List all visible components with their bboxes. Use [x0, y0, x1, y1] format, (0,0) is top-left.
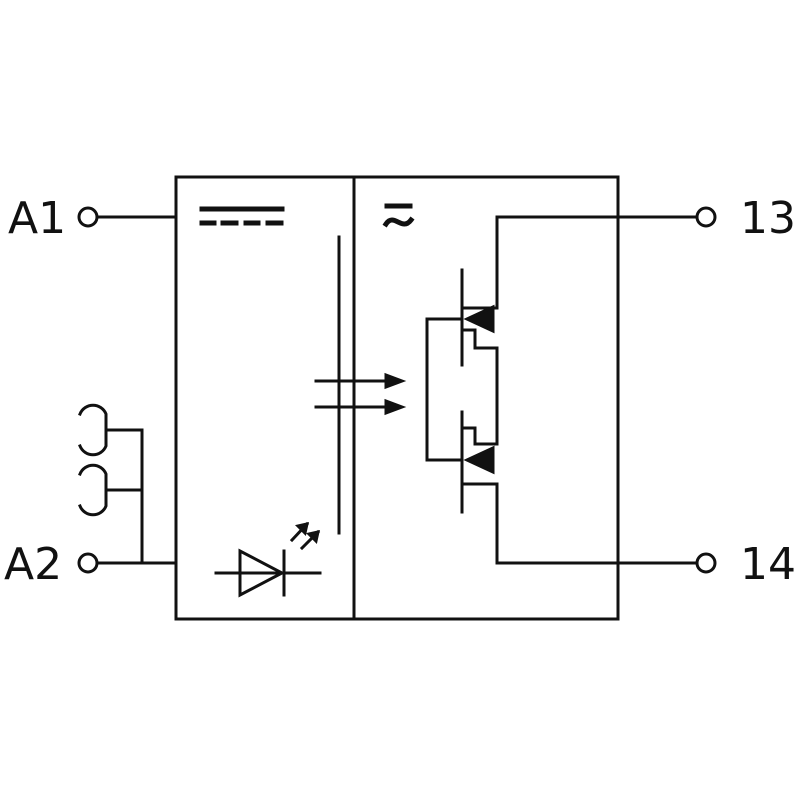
t14-terminal [695, 552, 717, 574]
t13-label: 13 [740, 193, 796, 244]
optocoupler-path [314, 235, 407, 535]
dc-symbol [199, 206, 285, 226]
relay-housing [174, 175, 620, 621]
bridge-contacts [78, 403, 144, 565]
a2-label: A2 [4, 539, 62, 590]
mosfet-pair-icon [425, 268, 499, 514]
t14-label: 14 [740, 539, 796, 590]
t13-terminal [695, 206, 717, 228]
a1-label: A1 [8, 193, 66, 244]
ac-symbol [382, 203, 415, 228]
a2-terminal [77, 552, 99, 574]
a1-terminal [77, 206, 99, 228]
output-wiring [473, 215, 698, 565]
led-icon [214, 521, 322, 598]
